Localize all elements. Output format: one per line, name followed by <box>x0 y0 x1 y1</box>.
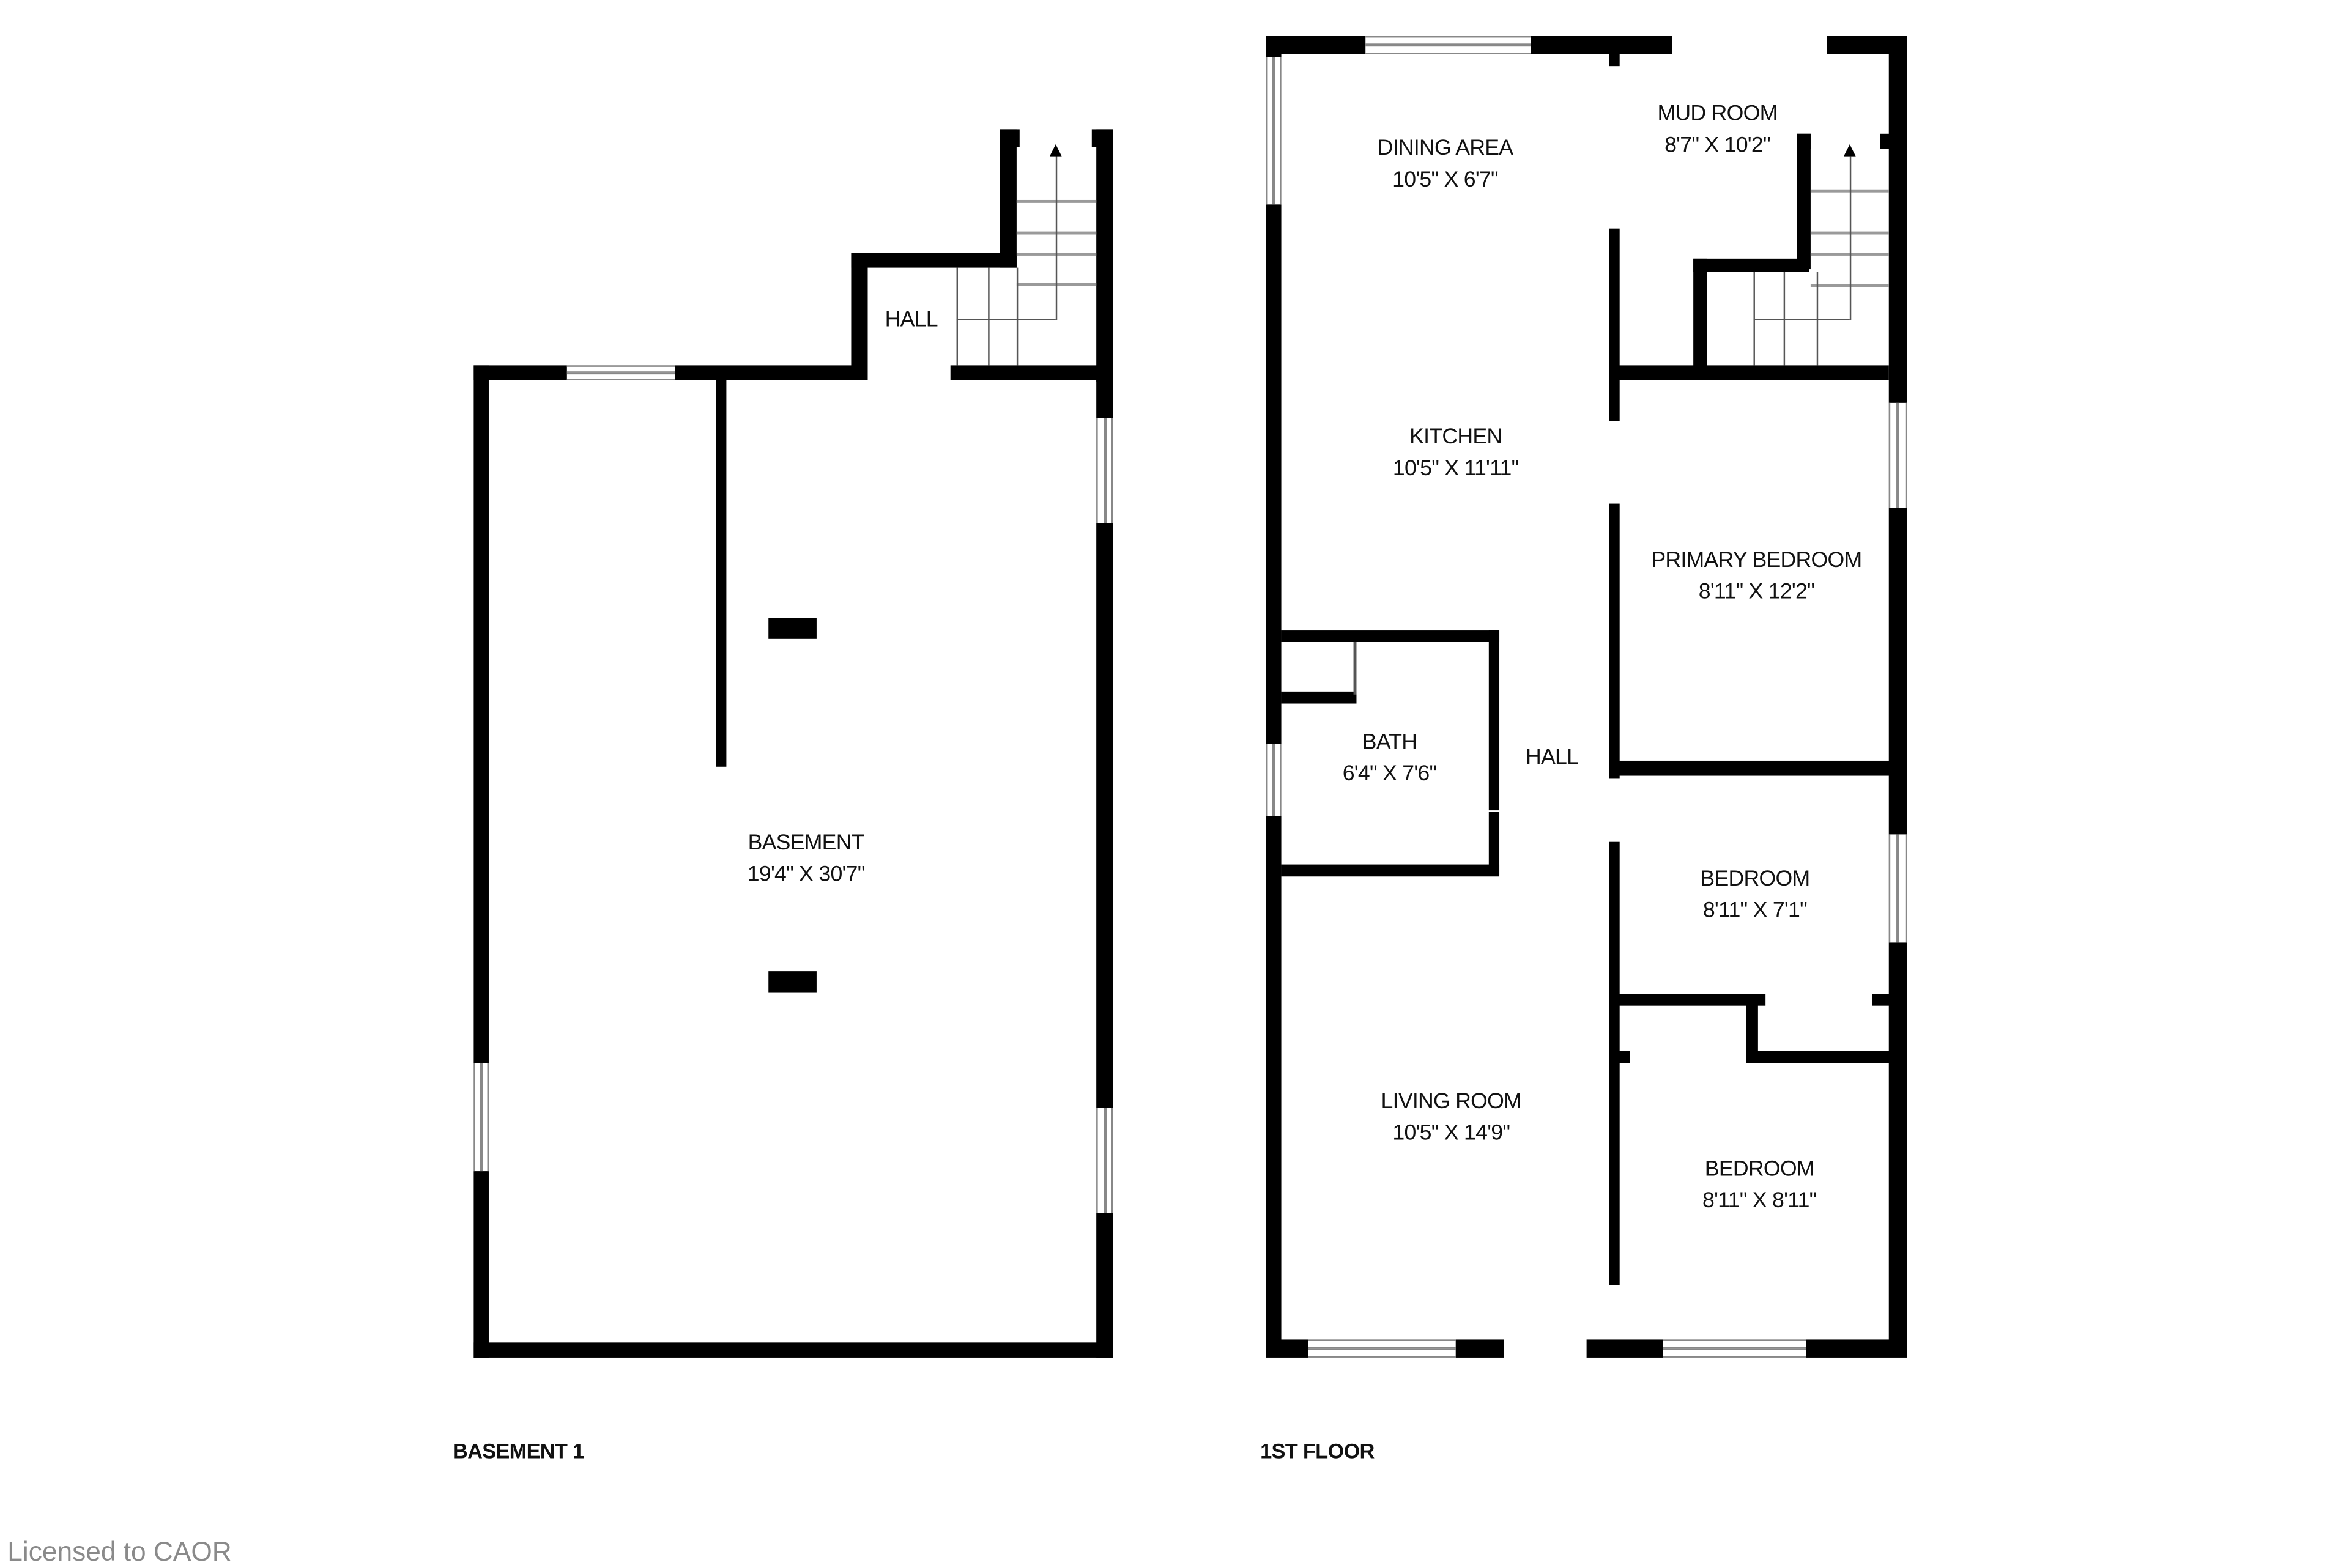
wall <box>1609 841 1620 1285</box>
support-column <box>768 618 817 639</box>
wall <box>1746 1051 1892 1063</box>
wall <box>473 365 489 1358</box>
room-name: LIVING ROOM <box>1381 1090 1522 1114</box>
license-credit: Licensed to CAOR <box>7 1536 232 1567</box>
room-name: BASEMENT <box>748 831 865 856</box>
room-label-kitchen: KITCHEN 10'5" X 11'11" <box>1393 423 1519 486</box>
wall <box>950 365 1113 380</box>
stair-up-arrow-icon <box>1049 144 1062 157</box>
wall <box>1609 503 1620 779</box>
room-name: BEDROOM <box>1700 867 1810 892</box>
wall <box>1872 994 1892 1006</box>
wall <box>1609 54 1620 67</box>
window <box>1888 402 1907 508</box>
window <box>1096 418 1113 523</box>
room-label-bedroom-1: BEDROOM 8'11" X 7'1" <box>1700 865 1810 928</box>
wall <box>1797 133 1811 270</box>
window <box>1663 1339 1806 1358</box>
wall <box>1000 129 1017 268</box>
wall <box>1266 36 1282 1356</box>
wall <box>1693 258 1809 272</box>
wall <box>1281 691 1357 704</box>
window <box>1308 1339 1456 1358</box>
window <box>566 365 675 380</box>
room-label-bedroom-2: BEDROOM 8'11" X 8'11" <box>1702 1155 1817 1218</box>
wall <box>851 253 1017 268</box>
partition-wall <box>716 380 727 767</box>
wall <box>1618 994 1766 1006</box>
bath-fixture-line <box>1353 642 1356 695</box>
room-label-basement: BASEMENT 19'4" X 30'7" <box>747 829 866 892</box>
window <box>1266 744 1282 816</box>
window <box>1266 57 1282 205</box>
room-dimensions: 8'11" X 12'2" <box>1698 580 1815 605</box>
room-name: HALL <box>885 308 938 333</box>
floor-title-basement: BASEMENT 1 <box>452 1438 584 1463</box>
wall <box>1827 36 1907 54</box>
room-label-bath: BATH 6'4" X 7'6" <box>1343 728 1437 791</box>
stair-up-arrow-icon <box>1843 144 1856 157</box>
wall <box>1888 36 1907 1356</box>
wall <box>1880 133 1892 149</box>
room-name: HALL <box>1525 745 1579 770</box>
wall <box>1281 864 1500 877</box>
wall <box>1618 365 1889 380</box>
wall <box>1488 630 1500 811</box>
wall <box>1091 129 1113 147</box>
wall <box>851 253 868 380</box>
room-name: DINING AREA <box>1377 136 1513 161</box>
room-dimensions: 8'7" X 10'2" <box>1664 133 1771 158</box>
room-dimensions: 10'5" X 11'11" <box>1392 457 1519 481</box>
room-dimensions: 19'4" X 30'7" <box>747 863 866 887</box>
wall <box>1618 760 1892 776</box>
room-name: KITCHEN <box>1409 425 1502 450</box>
wall <box>1797 133 1811 149</box>
support-column <box>768 971 817 993</box>
room-label-living-room: LIVING ROOM 10'5" X 14'9" <box>1381 1087 1522 1150</box>
window <box>473 1063 489 1172</box>
wall <box>1096 129 1113 382</box>
room-dimensions: 10'5" X 14'9" <box>1392 1121 1510 1146</box>
room-dimensions: 6'4" X 7'6" <box>1342 762 1437 786</box>
room-dimensions: 10'5" X 6'7" <box>1392 168 1499 193</box>
wall <box>1693 258 1707 376</box>
window <box>1096 1108 1113 1213</box>
room-label-basement-hall: HALL <box>885 305 938 337</box>
room-label-dining-area: DINING AREA 10'5" X 6'7" <box>1378 134 1513 197</box>
floor-title-1st-floor: 1ST FLOOR <box>1260 1438 1375 1463</box>
room-dimensions: 8'11" X 8'11" <box>1702 1189 1817 1213</box>
wall <box>1281 630 1500 642</box>
wall <box>1488 812 1500 875</box>
window <box>1365 36 1531 54</box>
room-name: PRIMARY BEDROOM <box>1651 549 1862 573</box>
wall <box>1000 129 1020 147</box>
room-label-mud-room: MUD ROOM 8'7" X 10'2" <box>1657 99 1778 162</box>
room-name: MUD ROOM <box>1657 102 1778 127</box>
wall <box>473 1342 1113 1358</box>
wall <box>1609 228 1620 421</box>
wall <box>1746 994 1758 1063</box>
room-name: BATH <box>1362 730 1417 755</box>
room-label-hall: HALL <box>1525 742 1579 774</box>
room-label-primary-bedroom: PRIMARY BEDROOM 8'11" X 12'2" <box>1651 545 1862 608</box>
window <box>1888 834 1907 943</box>
wall <box>1618 1051 1630 1063</box>
room-dimensions: 8'11" X 7'1" <box>1702 899 1808 923</box>
room-name: BEDROOM <box>1704 1157 1815 1182</box>
